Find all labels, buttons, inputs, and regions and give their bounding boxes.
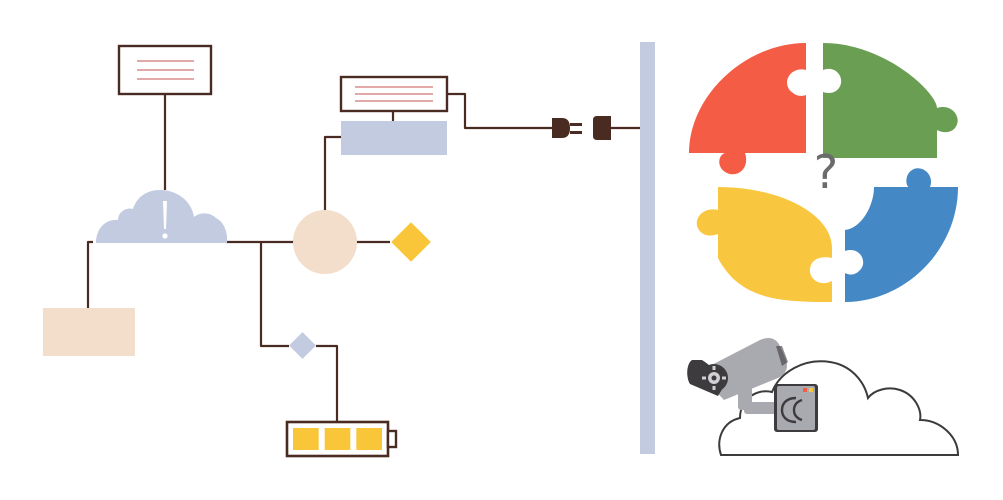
puzzle-question-mark: ? [814,145,838,199]
plug-icon [552,118,582,138]
top-note-icon [117,44,213,96]
battery-cell [324,428,351,450]
hub-circle [293,210,357,274]
battery-icon [285,420,398,458]
battery-cell [356,428,382,450]
puzzle-piece-yellow [696,187,832,302]
puzzle-piece-blue [845,168,958,302]
beige-block [43,308,135,356]
puzzle-piece-red [689,43,806,175]
connector-lines [86,92,640,422]
battery-cell [293,428,319,450]
cloud-alert-icon: ! [96,190,228,243]
security-camera-icon [687,338,818,432]
small-diamond [289,332,316,359]
puzzle-piece-green [823,43,958,158]
puzzle-icon: ? [689,43,958,302]
small-note-icon [339,75,449,113]
wall-divider [640,42,655,454]
yellow-diamond [391,222,431,262]
battery-cells [293,428,382,450]
socket-icon [593,116,611,140]
cloud-outline-icon [718,360,960,456]
blue-block [341,121,447,155]
